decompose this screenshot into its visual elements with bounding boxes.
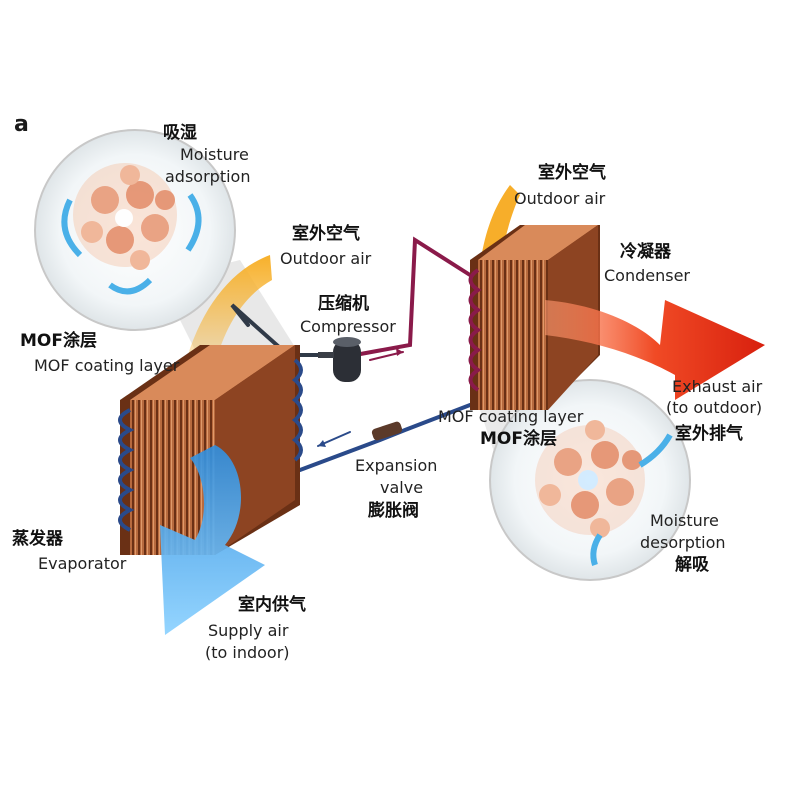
moisture-adsorption-zh: 吸湿 [163,123,197,143]
outdoor-air-arrow-right [480,185,520,265]
moisture-adsorption-en-line1: Moisture [180,145,249,164]
supply-air-en-line2: (to indoor) [205,643,290,662]
mof-left-en: MOF coating layer [34,356,180,375]
expansion-valve-en-line2: valve [380,478,424,497]
flow-direction-arrow-head [396,348,403,356]
compressor-unit [318,337,361,382]
evaporator-coil [118,358,303,532]
moisture-adsorption-en-line2: adsorption [165,167,251,186]
supply-air-en-line1: Supply air [208,621,289,640]
supply-air-zh: 室内供气 [238,595,306,615]
exhaust-air-en-line1: Exhaust air [672,377,763,396]
expansion-valve-en-line1: Expansion [355,456,438,475]
exhaust-air-en-line2: (to outdoor) [666,398,763,417]
mof-crystal-cluster-right [535,420,645,538]
moisture-desorption-zh: 解吸 [675,555,709,575]
expansion-valve-zh: 膨胀阀 [368,501,419,521]
water-flow-arrow [185,193,202,252]
flow-direction-arrow-head [318,440,326,447]
mof-crystal-cluster-left [73,163,177,270]
water-flow-arrow [638,433,673,468]
outdoor-air-left-zh: 室外空气 [292,224,360,244]
mof-left-zh: MOF涂层 [20,331,97,351]
condenser-en: Condenser [604,266,690,285]
moisture-desorption-en-line1: Moisture [650,511,719,530]
water-flow-arrow [61,198,83,258]
water-flow-arrow [108,277,153,295]
exhaust-air-zh: 室外排气 [675,424,743,444]
condenser-zh: 冷凝器 [620,242,671,262]
condenser-coil [468,268,482,392]
water-flow-arrow [590,533,603,566]
evaporator-zh: 蒸发器 [12,529,63,549]
compressor-en: Compressor [300,317,396,336]
mof-right-zh: MOF涂层 [480,429,557,449]
outdoor-air-left-en: Outdoor air [280,249,372,268]
panel-label: a [14,112,29,137]
supply-air-arrow [160,445,265,635]
condenser-heat-exchanger [468,225,600,410]
moisture-desorption-en-line2: desorption [640,533,726,552]
outdoor-air-right-zh: 室外空气 [538,163,606,183]
outdoor-air-right-en: Outdoor air [514,189,606,208]
outdoor-air-arrow-left [185,255,272,365]
exhaust-air-arrow [545,300,765,400]
evaporator-en: Evaporator [38,554,127,573]
moisture-adsorption-zoom-circle [34,129,300,360]
compressor-zh: 压缩机 [318,294,369,314]
expansion-valve-unit [371,421,403,441]
mof-right-en: MOF coating layer [438,407,584,426]
